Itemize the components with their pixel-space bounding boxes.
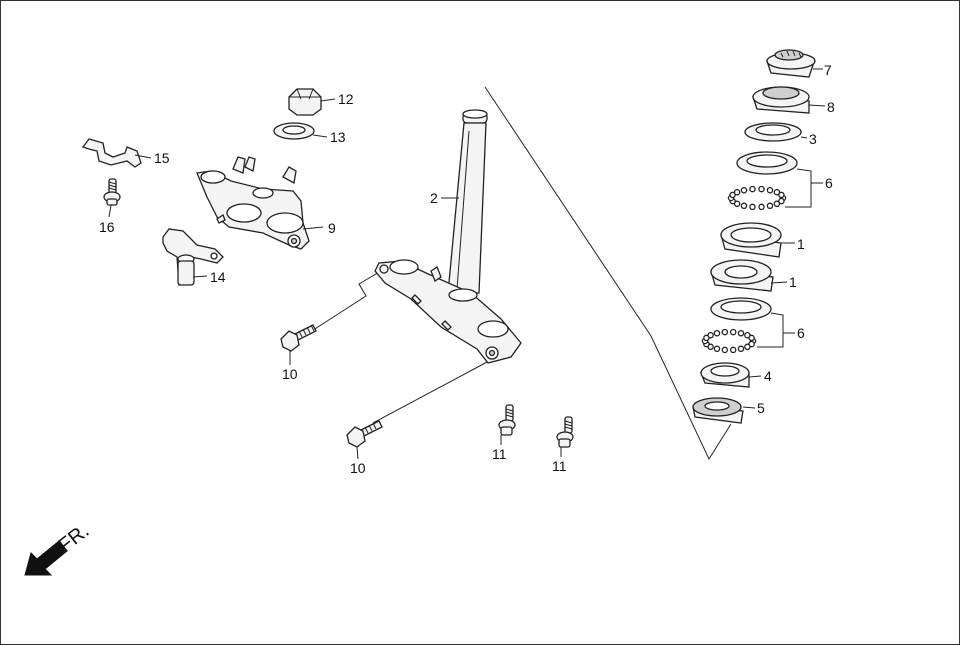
callout-4: 4 <box>764 368 772 384</box>
leader-12 <box>320 98 336 102</box>
leader-10-lower <box>356 446 359 460</box>
bearing-cone-lower[interactable] <box>710 259 774 292</box>
bottom-bridge[interactable] <box>374 259 522 364</box>
callout-14: 14 <box>210 269 226 285</box>
bearing-ball <box>733 200 741 208</box>
adjusting-nut[interactable] <box>766 49 816 78</box>
pinch-bolt-lower[interactable] <box>346 420 383 448</box>
callout-1-lower: 1 <box>789 274 797 290</box>
lower-bearing-cage[interactable] <box>710 297 772 321</box>
callout-12: 12 <box>338 91 354 107</box>
small-bolt-a[interactable] <box>498 404 516 436</box>
bearing-ball <box>737 329 745 337</box>
bearing-ball <box>729 346 737 354</box>
callout-3: 3 <box>809 131 817 147</box>
callout-7: 7 <box>824 62 832 78</box>
leader-16 <box>108 204 112 218</box>
upper-bearing-cage[interactable] <box>736 151 798 175</box>
callout-10-lower: 10 <box>350 460 366 476</box>
small-bolt-b[interactable] <box>556 416 574 448</box>
bearing-ball <box>749 185 756 193</box>
callout-16: 16 <box>99 219 115 235</box>
callout-8: 8 <box>827 99 835 115</box>
callout-11-b: 11 <box>552 458 567 474</box>
callout-6-upper: 6 <box>825 175 833 191</box>
bearing-cone-upper[interactable] <box>720 222 782 258</box>
bearing-ball <box>737 345 745 353</box>
callout-11-a: 11 <box>492 446 507 462</box>
bearing-ball <box>766 186 774 194</box>
lower-bearing-balls[interactable] <box>701 328 757 354</box>
top-bridge[interactable] <box>196 156 310 250</box>
assembly-guide-right <box>484 86 732 461</box>
bearing-ball <box>766 202 774 210</box>
bearing-ball <box>773 188 781 196</box>
arrow-down-left-icon <box>24 540 68 576</box>
leader-4 <box>748 375 762 378</box>
callout-5: 5 <box>757 400 765 416</box>
leader-13 <box>312 134 328 138</box>
assembly-guide-bolt-lower <box>372 360 490 424</box>
leader-6-upper <box>785 168 823 208</box>
leader-15 <box>134 154 152 159</box>
leader-9 <box>302 226 324 230</box>
bearing-ball <box>748 334 755 342</box>
callout-15: 15 <box>154 150 170 166</box>
bearing-ball <box>721 346 729 354</box>
bearing-ball <box>707 331 714 339</box>
bearing-ball <box>713 345 721 353</box>
leader-1-lower <box>770 281 788 284</box>
callout-6-lower: 6 <box>797 325 805 341</box>
bearing-ball <box>758 203 765 211</box>
lower-race[interactable] <box>700 362 750 388</box>
bearing-ball <box>713 329 721 337</box>
lock-nut[interactable] <box>752 86 810 114</box>
upper-bearing-balls[interactable] <box>727 185 787 211</box>
bearing-ball <box>729 328 737 336</box>
leader-8 <box>808 104 826 107</box>
callout-10-upper: 10 <box>282 366 298 382</box>
bearing-ball <box>721 328 729 336</box>
bearing-ball <box>749 203 756 211</box>
bracket-clip[interactable] <box>81 138 142 168</box>
bearing-ball <box>740 186 748 194</box>
leader-6-lower <box>757 312 795 348</box>
bearing-ball <box>778 197 785 205</box>
leader-5 <box>742 406 756 409</box>
cable-guide-bracket[interactable] <box>162 228 224 286</box>
bearing-ball <box>758 185 765 193</box>
bearing-ball <box>773 200 781 208</box>
leader-14 <box>192 275 208 278</box>
leader-3 <box>800 136 808 139</box>
stem-nut[interactable] <box>288 88 322 116</box>
bearing-ball <box>744 343 751 351</box>
steering-stem[interactable] <box>447 109 488 294</box>
callout-1-upper: 1 <box>797 236 805 252</box>
bearing-ball <box>733 188 741 196</box>
callout-9: 9 <box>328 220 336 236</box>
bearing-ball <box>740 202 748 210</box>
stem-washer[interactable] <box>273 122 315 140</box>
callout-2: 2 <box>430 190 438 206</box>
bearing-ball <box>778 191 785 199</box>
pinch-bolt-upper[interactable] <box>280 324 317 352</box>
assembly-guide-bolt-upper <box>306 270 382 335</box>
dust-seal[interactable] <box>692 397 744 424</box>
bearing-ball <box>729 191 736 199</box>
callout-13: 13 <box>330 129 346 145</box>
small-screw[interactable] <box>103 178 121 206</box>
upper-race[interactable] <box>744 122 802 142</box>
